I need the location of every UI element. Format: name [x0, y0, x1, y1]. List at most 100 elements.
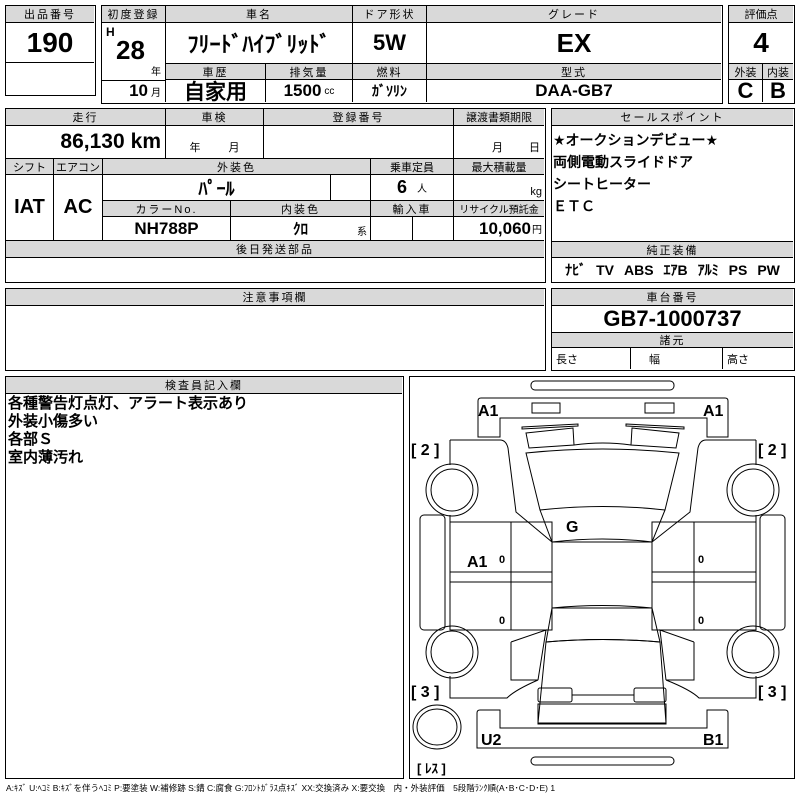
car-name-label: 車名 [166, 6, 353, 23]
month-unit: 月 [151, 87, 161, 99]
vehicle-box: 初度登録 車名 ドア形状 グレード H 28 年 ﾌﾘｰﾄﾞﾊｲﾌﾞﾘｯﾄﾞ 5… [101, 5, 723, 104]
taillight-right [633, 687, 667, 703]
displacement-label: 排気量 [266, 64, 353, 80]
year: 28 [116, 35, 145, 65]
reg-no-label: 登録番号 [264, 109, 454, 126]
capacity-label: 乗車定員 [371, 159, 454, 175]
year-unit: 年 [151, 67, 161, 78]
inspection-date: 年月 [166, 126, 264, 159]
first-reg-label: 初度登録 [102, 6, 166, 23]
right-fender [651, 439, 756, 543]
mark-fender-right: [ 2 ] [758, 442, 786, 459]
int-color-value: ｸﾛ [292, 221, 308, 238]
roof [551, 541, 653, 609]
wheel-front-right [726, 463, 780, 517]
ext-color-label: 外装色 [103, 159, 371, 175]
history-label: 車歴 [166, 64, 266, 80]
door-type: 5W [353, 23, 427, 64]
reg-no [264, 126, 454, 159]
wheel-rear-left [425, 625, 479, 679]
car-name: ﾌﾘｰﾄﾞﾊｲﾌﾞﾘｯﾄﾞ [166, 23, 353, 64]
mark-zero: 0 [499, 554, 505, 566]
color-no-label: カラーNo. [103, 201, 231, 217]
inspector-note: 各種警告灯点灯、アラート表示あり [8, 395, 249, 412]
equipment-item: PW [757, 261, 780, 278]
inspection-label: 車検 [166, 109, 264, 126]
wipers [521, 423, 685, 430]
right-step [759, 514, 786, 631]
sales-point: 両側電動スライドドア [553, 154, 693, 170]
legend: A:ｷｽﾞ U:ﾍｺﾐ B:ｷｽﾞを伴うﾍｺﾐ P:要塗装 W:補修跡 S:錆 … [6, 783, 556, 793]
rear-bar [530, 756, 675, 766]
mark-front-left: A1 [478, 403, 499, 420]
taillight-left [537, 687, 573, 703]
right-quarter [659, 629, 757, 699]
lot-box: 出品番号 190 [5, 5, 96, 96]
score-label: 評価点 [729, 6, 793, 23]
shift: IAT [6, 175, 54, 241]
equipment-item: ｱﾙﾐ [697, 261, 719, 278]
rear-window [545, 605, 661, 643]
recycle-label: リサイクル預託金 [454, 201, 544, 217]
color-no: NH788P [103, 217, 231, 241]
chassis-number: GB7-1000737 [552, 306, 793, 333]
mark-zero: 0 [499, 615, 505, 627]
sales-points-label: セールスポイント [552, 109, 793, 126]
displacement-unit: cc [324, 85, 335, 97]
chassis-box: 車台番号 GB7-1000737 諸元 長さ 幅 高さ [551, 288, 795, 371]
headlight-right [644, 402, 675, 414]
inspector-box: 検査員記入欄 各種警告灯点灯、アラート表示あり 外装小傷多い 各部Ｓ 室内薄汚れ [5, 376, 404, 779]
front-bar [530, 380, 675, 391]
inspection-month-unit: 月 [228, 142, 240, 154]
overall-score: 4 [729, 23, 793, 64]
headlight-left [531, 402, 561, 414]
equipment-item: PS [728, 261, 748, 278]
left-quarter [449, 629, 547, 699]
import-a [371, 217, 413, 241]
length-label: 長さ [552, 348, 631, 369]
sales-points-list: ★オークションデビュー★ 両側電動スライドドア シートヒーター ＥＴＣ [553, 129, 718, 217]
inspection-year-unit: 年 [189, 142, 201, 154]
mark-left-door: A1 [467, 554, 488, 571]
mark-windshield: G [566, 519, 578, 536]
equipment-label: 純正装備 [552, 241, 793, 258]
fuel: ｶﾞｿﾘﾝ [353, 80, 427, 102]
mark-zero: 0 [698, 615, 704, 627]
hood [525, 448, 680, 511]
score-box: 評価点 4 外装 内装 C B [728, 5, 795, 104]
capacity-value: 6 [396, 177, 407, 197]
left-fender [450, 439, 553, 543]
wheel-rear-right [726, 625, 780, 679]
inspector-note: 室内薄汚れ [8, 449, 84, 466]
mark-rear-right: B1 [703, 732, 724, 749]
right-doors [651, 521, 757, 631]
rear-bumper [476, 709, 729, 749]
mark-rear-right-qtr: [ 3 ] [758, 684, 786, 701]
mark-zero: 0 [698, 554, 704, 566]
front-bumper [477, 397, 729, 438]
equipment-item: ｴｱB [663, 261, 688, 278]
later-parts-label: 後日発送部品 [6, 241, 544, 258]
caution-label: 注意事項欄 [6, 289, 544, 306]
era: H [106, 25, 115, 39]
equipment-item: ABS [623, 261, 654, 278]
inspector-notes: 各種警告灯点灯、アラート表示あり 外装小傷多い 各部Ｓ 室内薄汚れ [8, 395, 248, 467]
wheel-front-left [425, 463, 479, 517]
equipment-list: ﾅﾋﾞ TV ABS ｴｱB ｱﾙﾐ PS PW [552, 258, 793, 281]
width-label: 幅 [631, 348, 723, 369]
inspector-note: 各部Ｓ [8, 431, 54, 448]
sales-point: ＥＴＣ [553, 198, 595, 214]
import-label: 輸入車 [371, 201, 454, 217]
interior-label: 内装 [763, 64, 793, 80]
max-load: kg [454, 175, 544, 201]
exterior-score: C [729, 80, 763, 102]
sales-box: セールスポイント ★オークションデビュー★ 両側電動スライドドア シートヒーター… [551, 108, 795, 283]
model: DAA-GB7 [535, 81, 613, 100]
